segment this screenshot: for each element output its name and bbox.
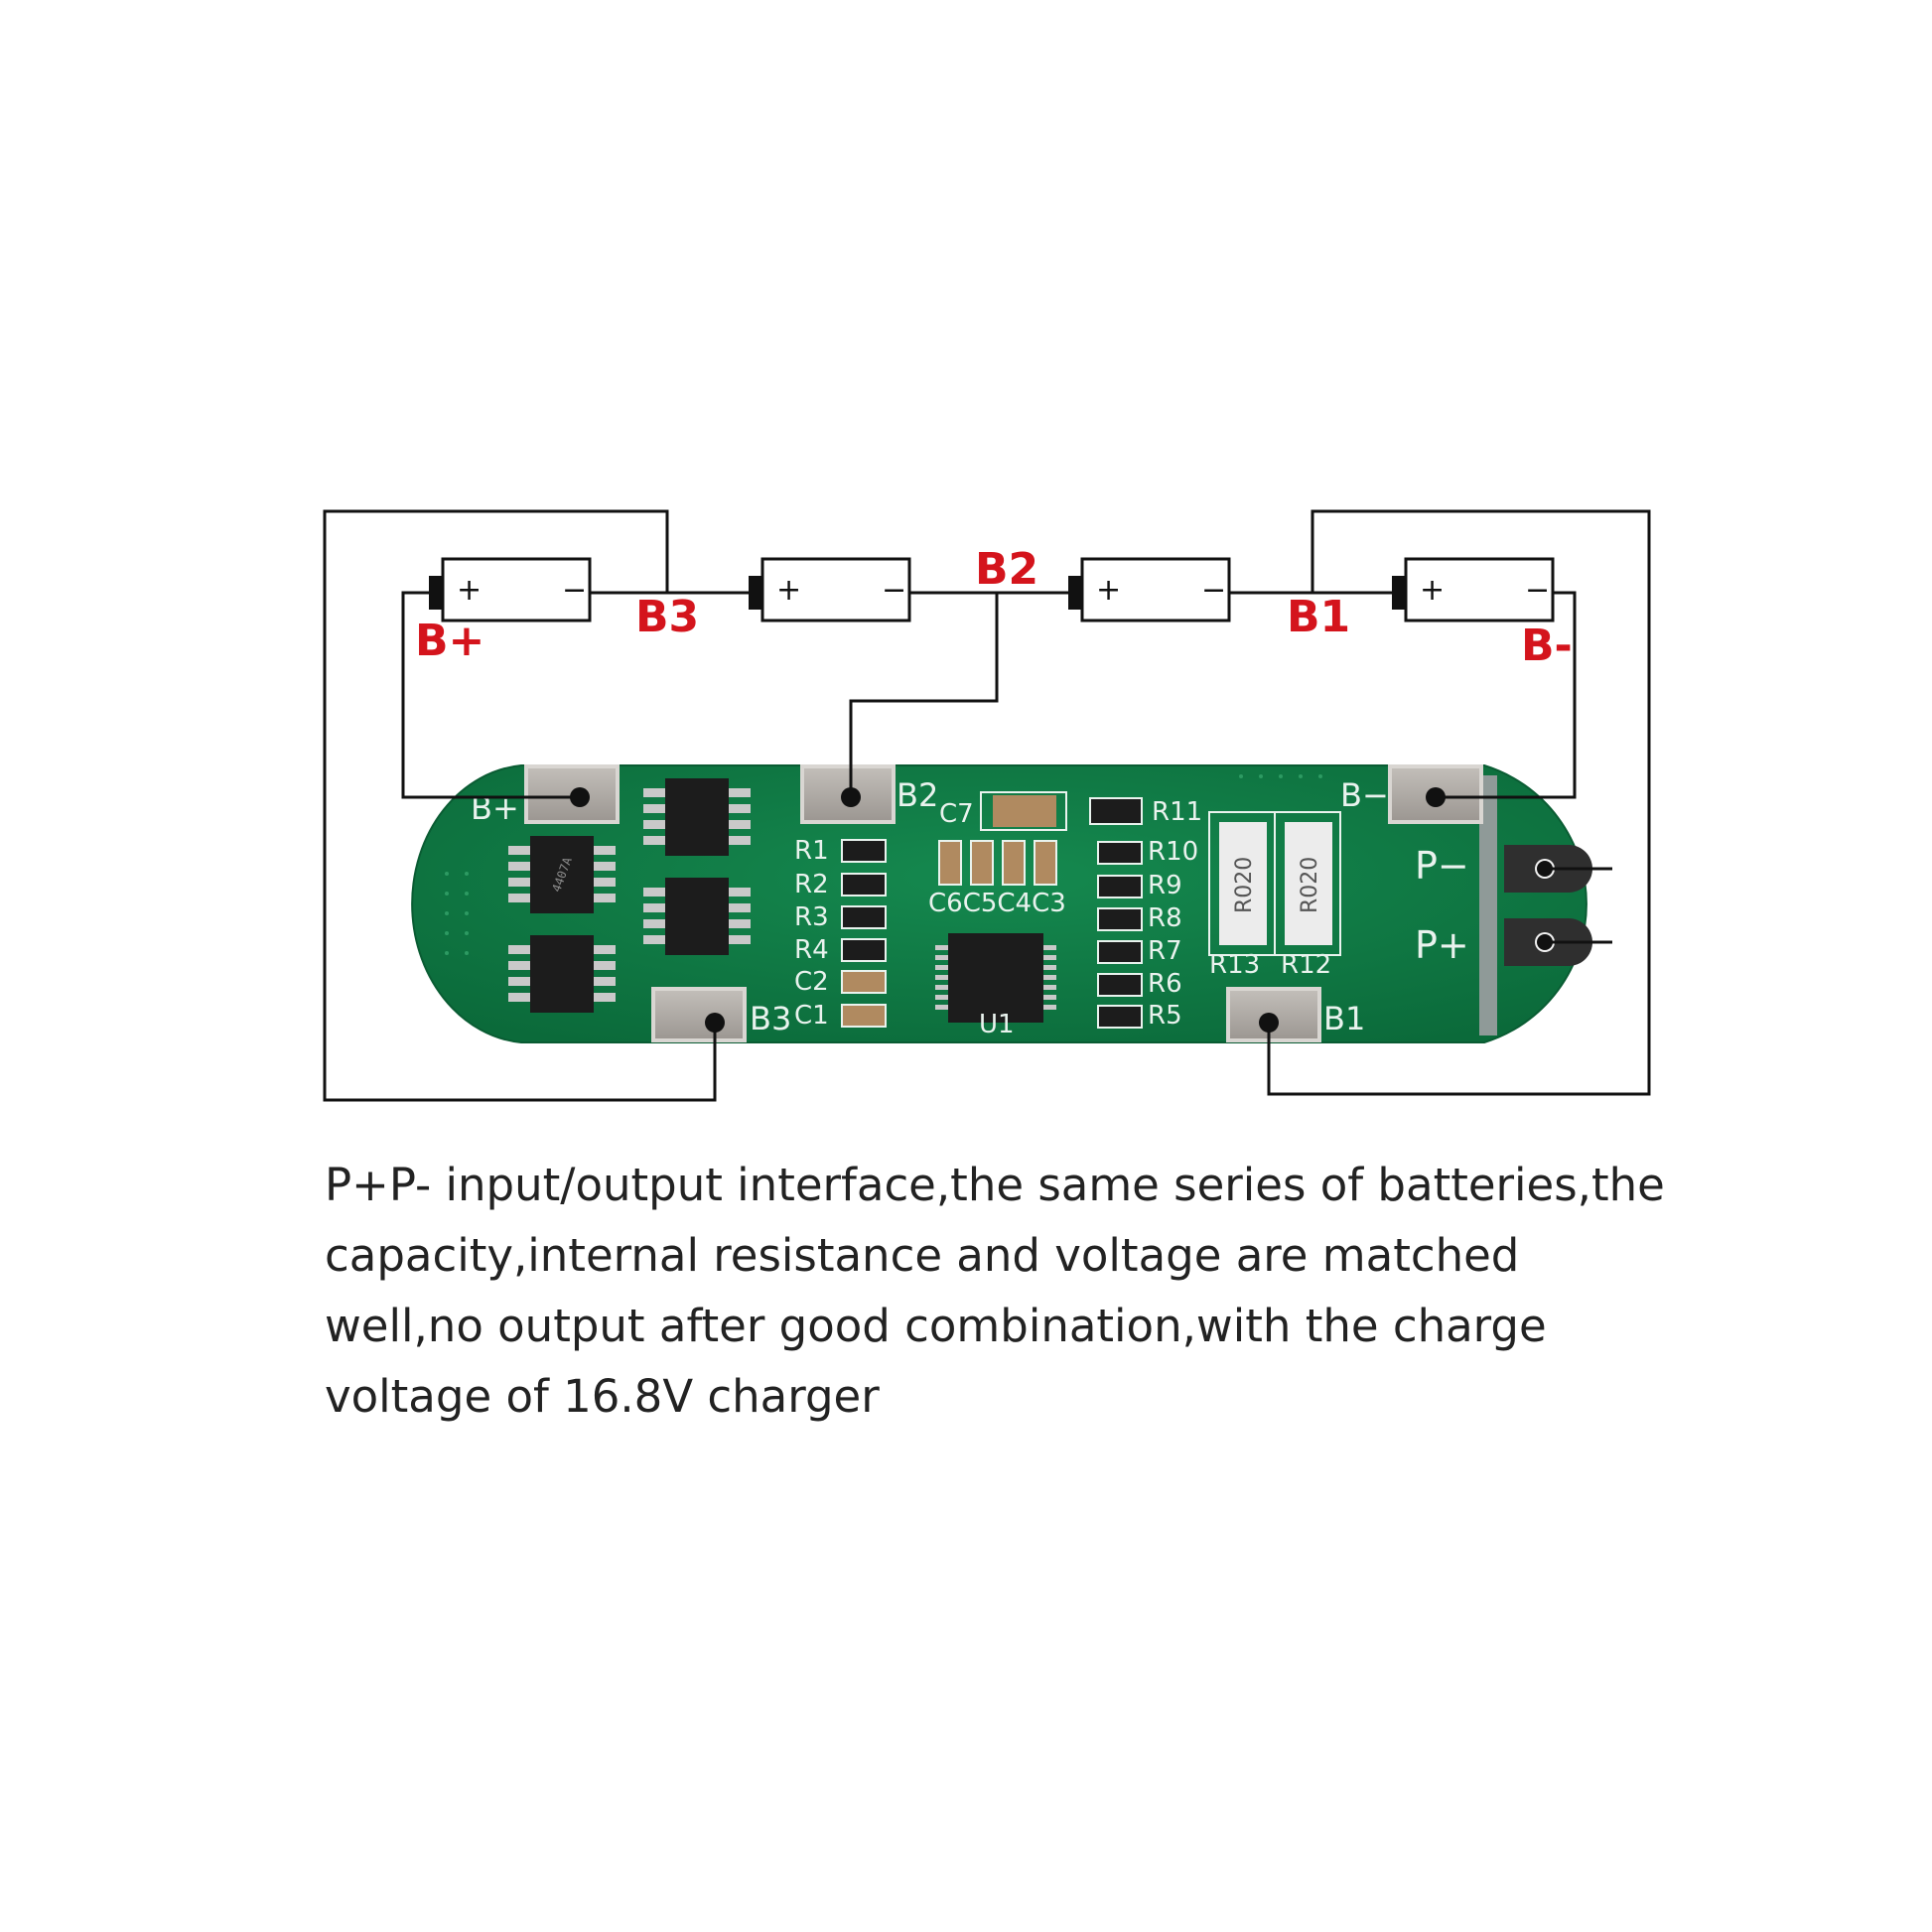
battery-3: + − [1068, 557, 1231, 622]
silk-p-minus: P− [1415, 844, 1469, 888]
battery-2-minus: − [882, 573, 906, 608]
silk-r11: R11 [1152, 797, 1202, 827]
silk-r12: R12 [1281, 950, 1331, 980]
node-label-b1: B1 [1287, 592, 1350, 642]
node-label-b3: B3 [635, 592, 699, 642]
pad-b3 [651, 987, 747, 1042]
u1-ic [935, 933, 1056, 1023]
cap-row [938, 840, 1057, 886]
battery-3-minus: − [1201, 573, 1226, 608]
silk-b-plus: B+ [471, 789, 519, 827]
silk-u1: U1 [979, 1010, 1015, 1039]
silk-r9: R9 [1148, 871, 1182, 900]
silk-p-plus: P+ [1415, 923, 1469, 967]
silk-b-minus: B− [1340, 776, 1389, 814]
caption-text: P+P- input/output interface,the same ser… [325, 1159, 1665, 1423]
silk-r13: R13 [1209, 950, 1260, 980]
via-dots [445, 774, 1322, 955]
silk-c2: C2 [794, 967, 829, 997]
node-label-b2: B2 [975, 544, 1038, 595]
shunt-r12: R020 [1274, 811, 1341, 956]
wire-outer-left [323, 509, 717, 1102]
silk-r6: R6 [1148, 969, 1182, 999]
wire-b-plus [401, 591, 580, 799]
pcb-board: 4407A [411, 764, 1592, 1043]
silk-r1: R1 [794, 836, 829, 866]
r11-resistor [1089, 797, 1143, 825]
battery-4-plus: + [1420, 573, 1445, 608]
node-label-b-plus: B+ [415, 616, 484, 666]
junction-dots [570, 787, 1553, 1033]
node-label-b-minus: B- [1521, 621, 1573, 671]
silk-b2: B2 [897, 776, 938, 814]
battery-4-minus: − [1525, 573, 1550, 608]
battery-2-plus: + [776, 573, 801, 608]
p-terminal-strip [1479, 775, 1497, 1035]
silk-r3: R3 [794, 902, 829, 932]
battery-1: + − [429, 557, 592, 622]
wiring [323, 509, 1651, 1102]
battery-4: + − [1392, 557, 1555, 622]
silk-c7: C7 [939, 799, 974, 829]
svg-text:R020: R020 [1298, 857, 1322, 913]
silk-r8: R8 [1148, 903, 1182, 933]
battery-1-plus: + [457, 573, 482, 608]
left-resistor-column [841, 839, 887, 1028]
wire-outer-right [1267, 509, 1651, 1096]
silk-r4: R4 [794, 935, 829, 965]
mosfet-chip-2 [508, 935, 616, 1013]
silk-r5: R5 [1148, 1001, 1182, 1031]
silk-c1: C1 [794, 1001, 829, 1031]
silk-b3: B3 [750, 1000, 791, 1037]
c7-capacitor [993, 795, 1056, 827]
wire-b2 [849, 593, 999, 797]
silk-r10: R10 [1148, 837, 1198, 867]
silk-caps-row: C6C5C4C3 [928, 889, 1066, 918]
c7-frame [980, 791, 1067, 831]
mosfet-chip-1 [508, 836, 616, 913]
mosfet-chip-3 [643, 778, 751, 856]
silk-r2: R2 [794, 870, 829, 899]
right-resistor-column [1097, 841, 1143, 1029]
svg-text:R020: R020 [1232, 857, 1257, 913]
battery-2: + − [749, 557, 911, 622]
wire-b-minus [1436, 591, 1577, 799]
battery-1-minus: − [562, 573, 587, 608]
battery-3-plus: + [1096, 573, 1121, 608]
silk-b1: B1 [1323, 1000, 1365, 1037]
mosfet-chip-4 [643, 878, 751, 955]
silk-r7: R7 [1148, 936, 1182, 966]
